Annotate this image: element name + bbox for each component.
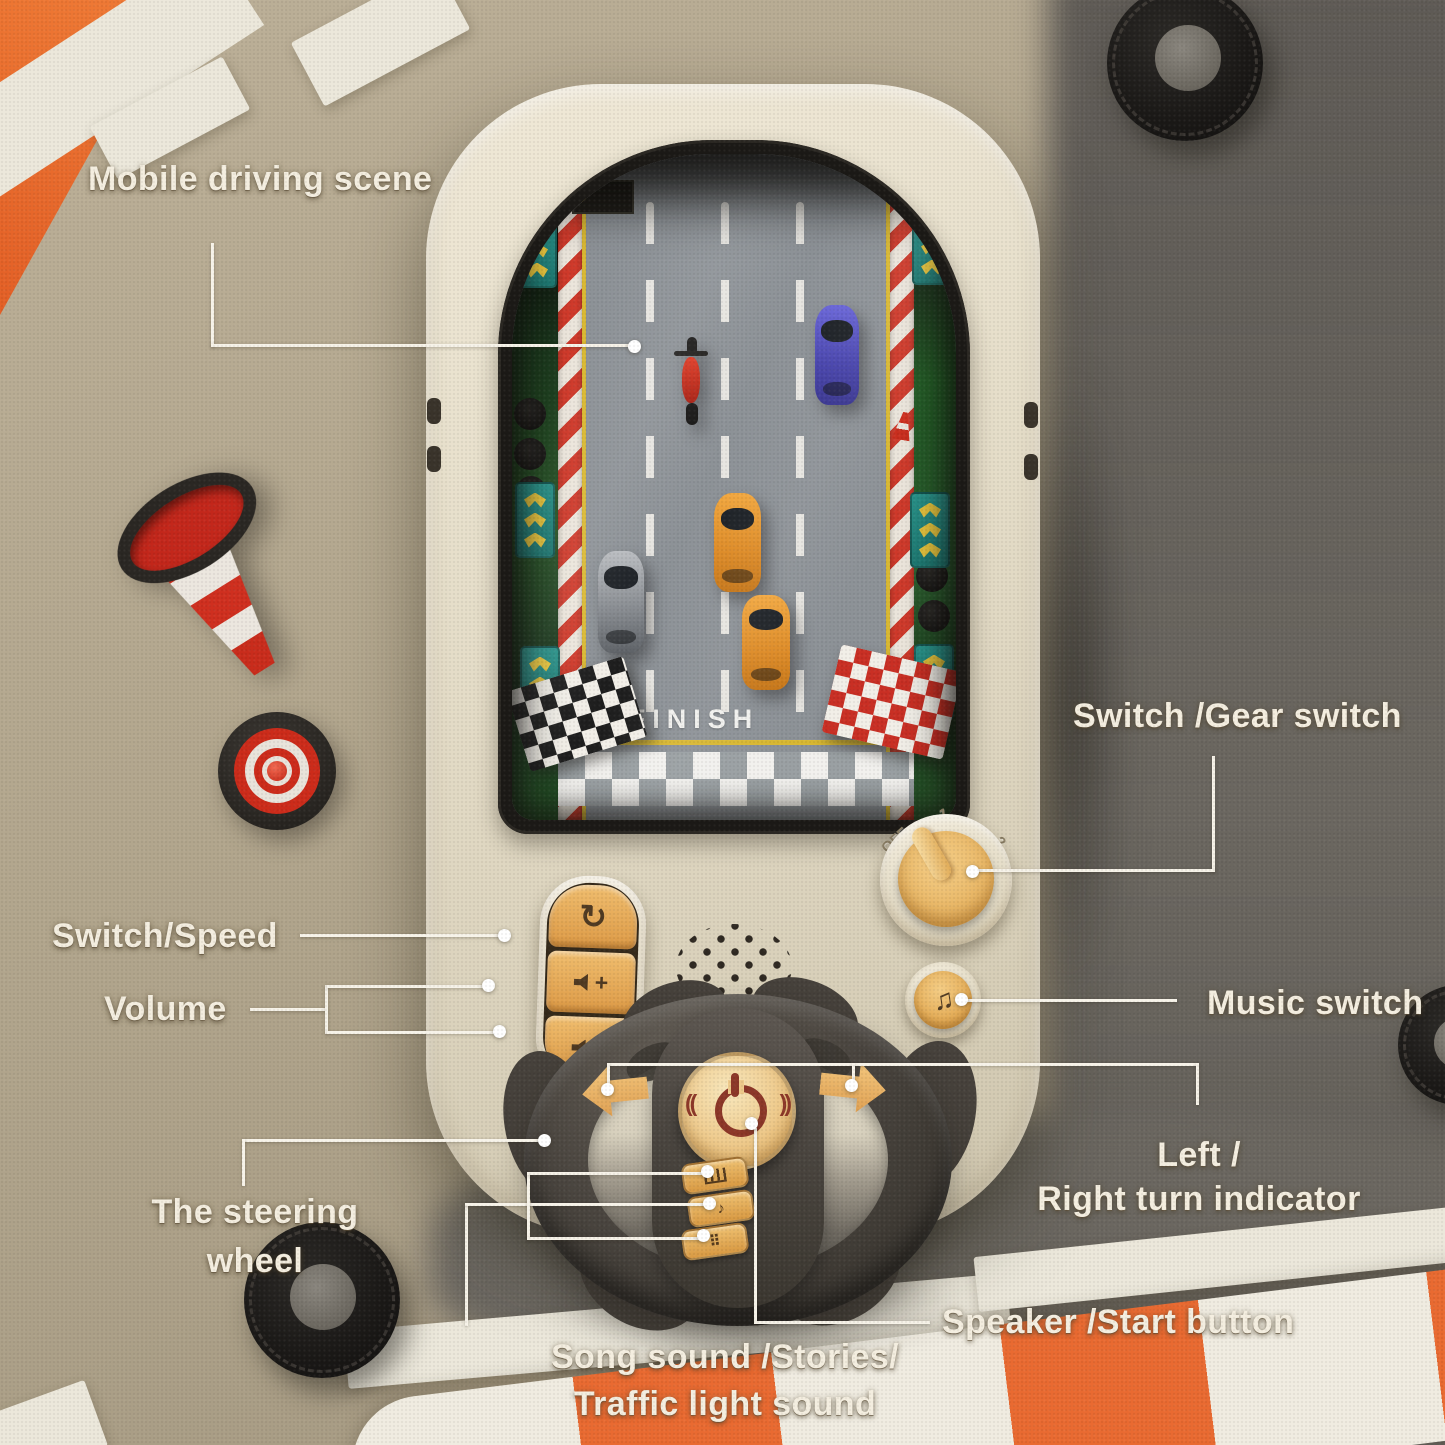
callout-dot — [701, 1165, 714, 1178]
callout-line — [211, 344, 637, 347]
callout-line — [527, 1237, 702, 1240]
side-vent — [427, 398, 441, 424]
traffic-cone-fallen — [98, 425, 382, 713]
callout-line — [250, 1008, 327, 1011]
label-switch-gear: Switch /Gear switch — [1073, 697, 1402, 735]
chevron-sign — [517, 212, 557, 288]
callout-line — [1196, 1063, 1199, 1105]
callout-line — [327, 1031, 500, 1034]
label-song-sound-line2: Traffic light sound — [573, 1385, 877, 1423]
sound-wave-left-icon: (( — [685, 1090, 697, 1116]
traffic-cone-top-view — [218, 712, 336, 830]
label-turn-indicator-line1: Left / — [1157, 1136, 1241, 1174]
track-dash — [0, 1379, 109, 1445]
callout-line — [754, 1321, 930, 1324]
lane-marking — [796, 202, 804, 722]
finish-checker-band — [558, 752, 914, 806]
note-icon: ♪ — [716, 1199, 726, 1218]
roadside-tire — [514, 398, 546, 430]
callout-dot — [697, 1229, 710, 1242]
roadside-tire — [514, 438, 546, 470]
callout-dot — [493, 1025, 506, 1038]
callout-line — [327, 985, 488, 988]
gray-car-sprite — [598, 551, 644, 653]
roadside-tire — [918, 600, 950, 632]
callout-line — [300, 934, 505, 937]
screen-gloss — [512, 154, 956, 820]
orange-car-sprite — [742, 595, 790, 690]
callout-line — [242, 1139, 245, 1186]
callout-line — [1212, 756, 1215, 872]
gear-dial-area: OFF 1 2 — [872, 806, 1022, 956]
orange-car-sprite — [714, 493, 761, 592]
callout-dot — [745, 1117, 758, 1130]
label-mobile-driving-scene: Mobile driving scene — [88, 160, 433, 198]
gear-switch-knob[interactable] — [898, 831, 994, 927]
callout-line — [527, 1172, 530, 1240]
refresh-icon: ↻ — [578, 897, 608, 936]
label-volume: Volume — [104, 990, 227, 1028]
chevron-sign — [910, 492, 950, 568]
toy-tire-top-right — [1107, 0, 1263, 141]
callout-dot — [538, 1134, 551, 1147]
label-steering-wheel-line2: wheel — [206, 1242, 304, 1280]
label-speaker-start: Speaker /Start button — [942, 1303, 1295, 1341]
callout-line — [965, 999, 1177, 1002]
callout-line — [211, 243, 214, 347]
label-turn-indicator-line2: Right turn indicator — [1037, 1180, 1361, 1218]
side-vent — [1024, 454, 1038, 480]
steering-wheel[interactable]: (( )) ♪ ⠿ — [490, 963, 990, 1357]
label-steering-wheel-line1: The steering — [151, 1193, 359, 1231]
label-steering-wheel: The steering wheel — [105, 1188, 405, 1286]
lane-marking — [646, 202, 654, 722]
side-vent — [427, 446, 441, 472]
callout-line — [325, 985, 328, 1034]
chevron-sign — [912, 209, 952, 285]
callout-line — [975, 869, 1215, 872]
callout-dot — [966, 865, 979, 878]
sound-wave-right-icon: )) — [779, 1090, 792, 1116]
callout-line — [607, 1063, 610, 1088]
blue-car-sprite — [815, 305, 859, 405]
finish-yellow-line — [558, 740, 914, 745]
callout-line — [607, 1063, 1199, 1066]
callout-dot — [845, 1079, 858, 1092]
label-song-sound: Song sound /Stories/ Traffic light sound — [445, 1334, 1005, 1428]
label-song-sound-line1: Song sound /Stories/ — [550, 1338, 900, 1376]
toy-tire-bottom-left — [244, 1222, 400, 1378]
lane-marking — [721, 202, 729, 722]
track-dash — [290, 0, 471, 107]
label-switch-speed: Switch/Speed — [52, 917, 278, 955]
label-turn-indicator: Left / Right turn indicator — [1019, 1133, 1379, 1221]
dots-grid-icon: ⠿ — [708, 1232, 722, 1251]
callout-dot — [703, 1197, 716, 1210]
truck-sprite — [572, 180, 634, 214]
chevron-sign — [515, 482, 555, 558]
callout-line — [852, 1063, 855, 1084]
road-edge-line-right — [886, 154, 890, 820]
finish-text: FINISH — [574, 704, 814, 735]
callout-dot — [628, 340, 641, 353]
callout-line — [465, 1205, 468, 1326]
start-button-hub[interactable]: (( )) — [678, 1052, 796, 1170]
motorcycle-sprite — [674, 337, 708, 425]
callout-line — [465, 1203, 708, 1206]
callout-dot — [498, 929, 511, 942]
screen-inner-shadow — [512, 154, 956, 820]
callout-line — [527, 1172, 706, 1175]
driving-scene-screen: FINISH — [512, 154, 956, 820]
side-vent — [1024, 402, 1038, 428]
callout-line — [244, 1139, 546, 1142]
callout-dot — [601, 1083, 614, 1096]
label-music-switch: Music switch — [1207, 984, 1424, 1022]
callout-line — [754, 1128, 757, 1324]
callout-dot — [482, 979, 495, 992]
road-edge-line-left — [582, 154, 586, 820]
callout-dot — [955, 993, 968, 1006]
